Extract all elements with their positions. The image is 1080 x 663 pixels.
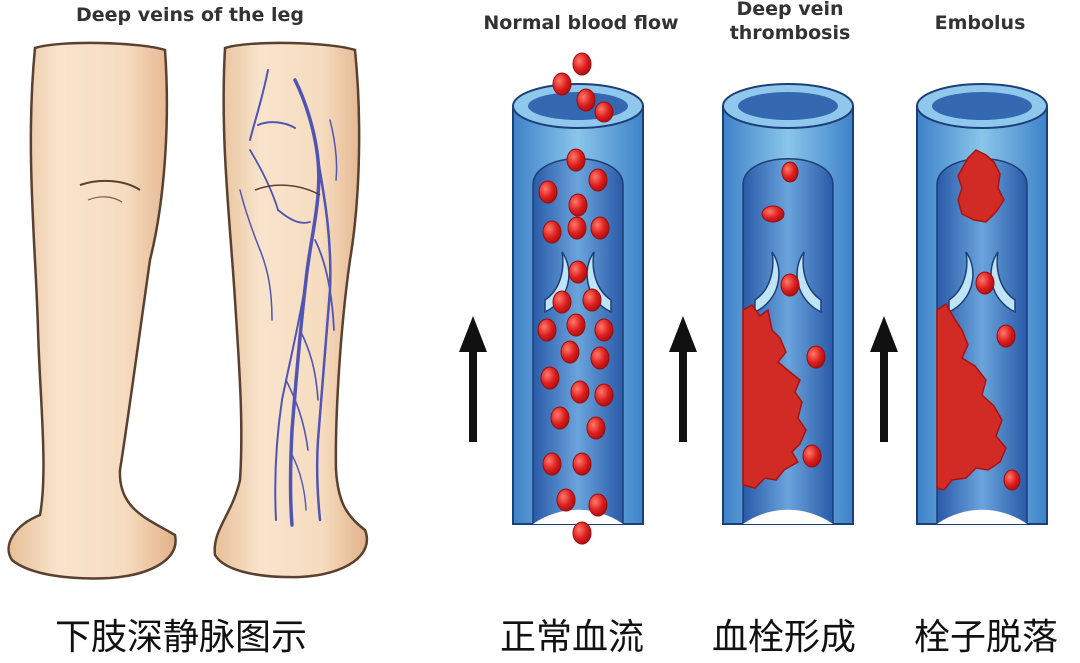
embolus-title: Embolus bbox=[934, 12, 1026, 34]
normal-flow-caption: 正常血流 bbox=[500, 617, 645, 658]
normal-flow-title: Normal blood flow bbox=[483, 12, 679, 34]
legs-title: Deep veins of the leg bbox=[75, 4, 305, 26]
thrombosis-caption: 血栓形成 bbox=[712, 617, 857, 658]
up-arrow-icon bbox=[870, 316, 898, 442]
blood-cells bbox=[537, 52, 1021, 545]
illustration bbox=[7, 41, 1048, 580]
dvt-title-line1: Deep vein bbox=[736, 0, 844, 20]
up-arrow-icon bbox=[459, 316, 487, 442]
vessel-embolus bbox=[916, 83, 1048, 525]
dvt-title-line2: thrombosis bbox=[729, 22, 851, 44]
residual-thrombus bbox=[936, 302, 1007, 491]
embolus-caption: 栓子脱落 bbox=[914, 617, 1059, 658]
embolus bbox=[957, 149, 1005, 223]
thrombus bbox=[742, 304, 807, 489]
right-leg bbox=[213, 41, 369, 579]
left-leg bbox=[7, 41, 177, 580]
vessel-thrombosis bbox=[722, 83, 854, 525]
legs-caption: 下肢深静脉图示 bbox=[55, 617, 308, 658]
up-arrow-icon bbox=[669, 316, 697, 442]
deep-veins bbox=[239, 69, 338, 527]
